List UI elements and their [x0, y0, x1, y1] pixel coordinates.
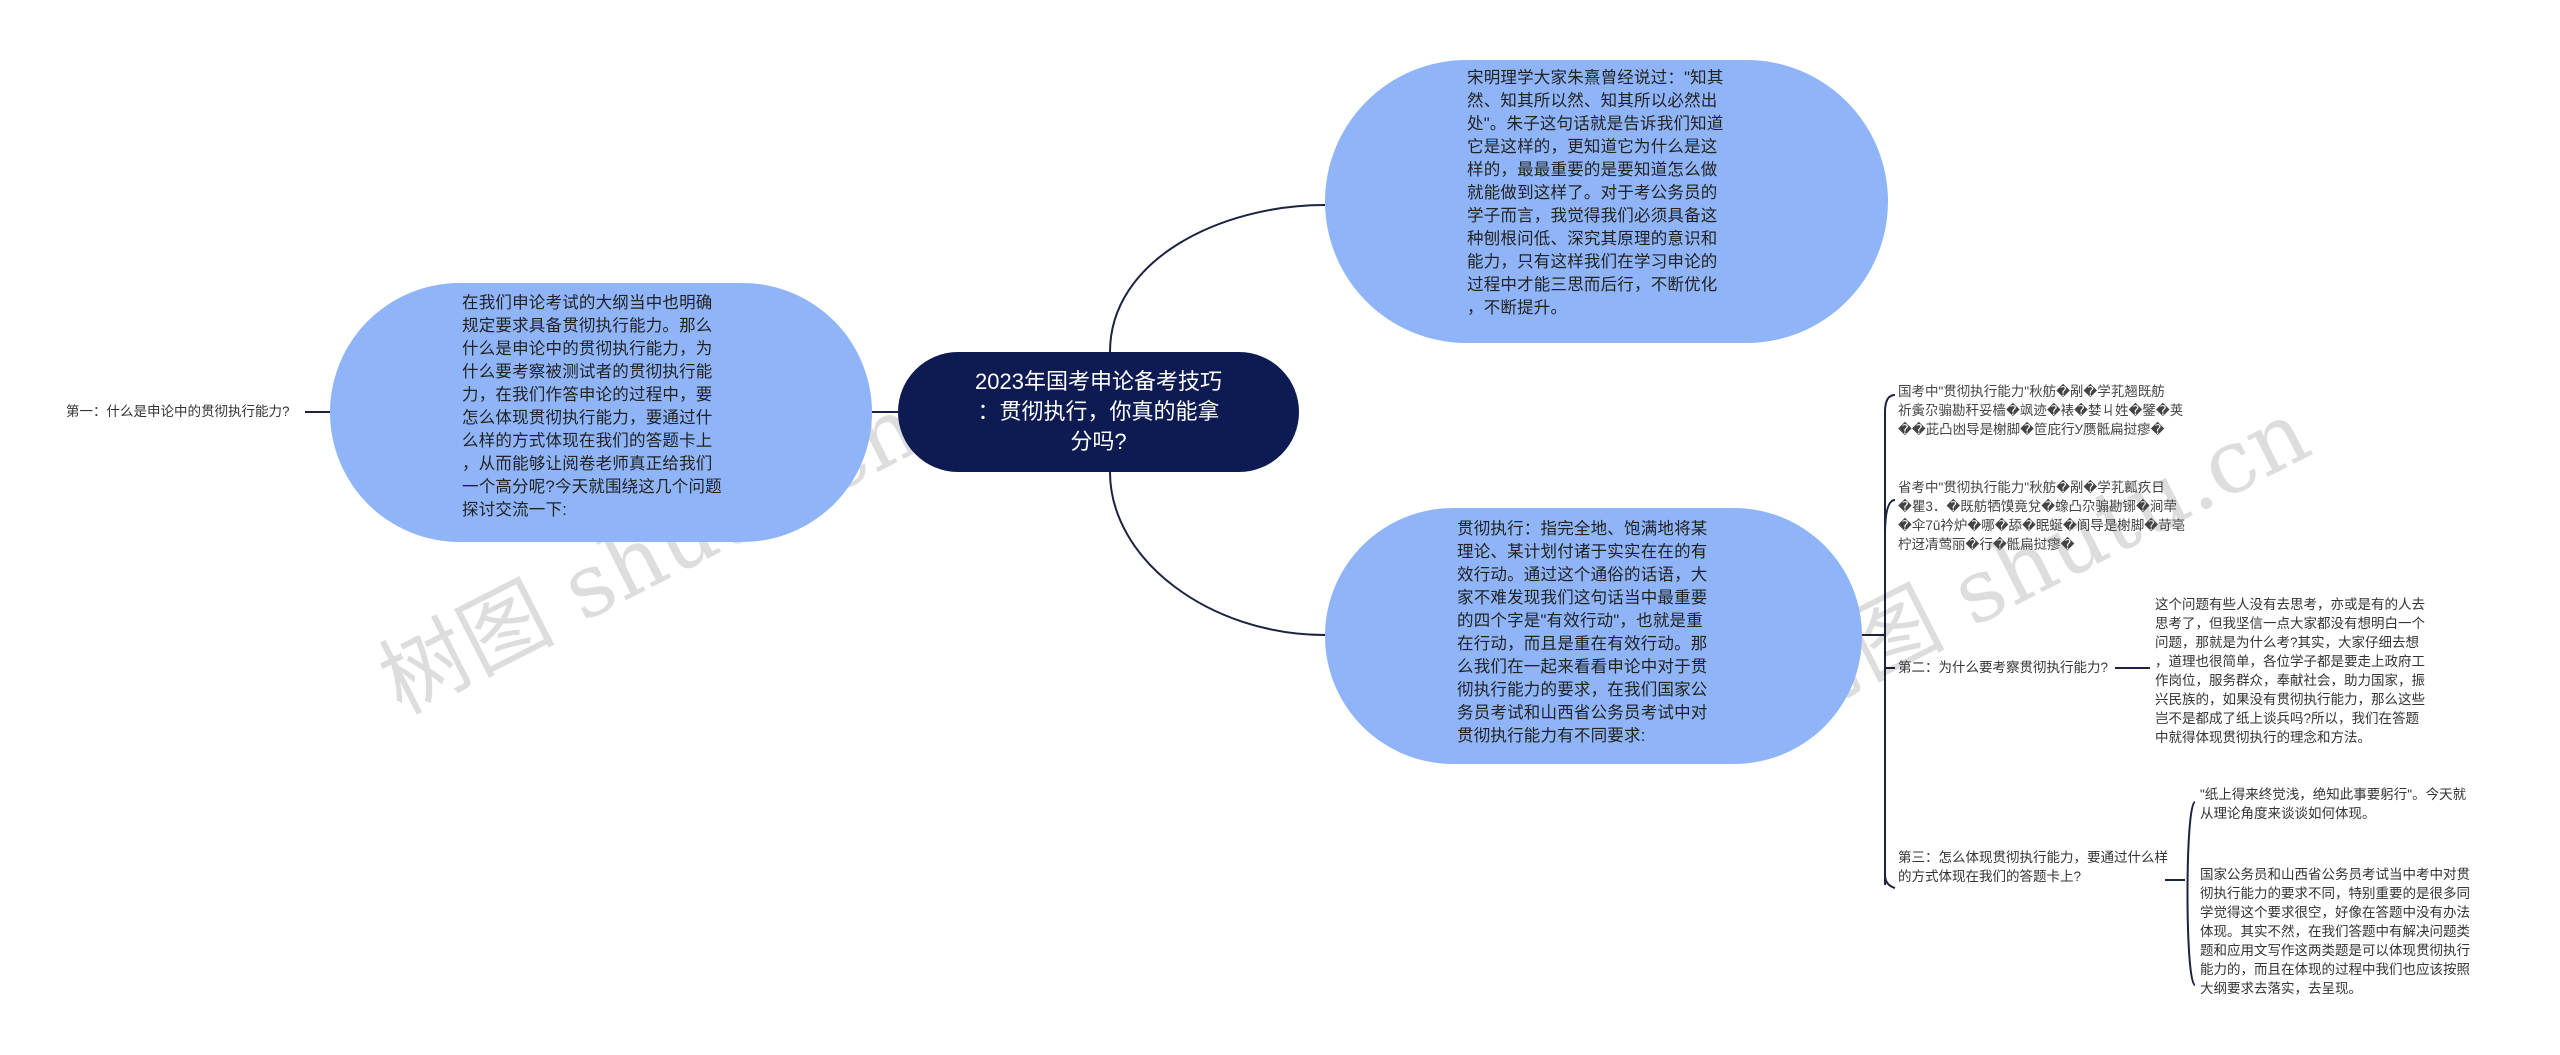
- connector-center-to-top-right: [1109, 204, 1326, 353]
- third-question-text: 国家公务员和山西省公务员考试当中考中对贯 彻执行能力的要求不同，特别重要的是很多…: [2200, 867, 2470, 996]
- connector-to-national: [1884, 394, 1896, 413]
- connector-to-third: [1884, 874, 1896, 889]
- bottom-right-bubble-text: 贯彻执行：指完全地、饱满地将某 理论、某计划付诸于实实在在的有 效行动。通过这个…: [1457, 520, 1708, 745]
- left-label: 第一：什么是申论中的贯彻执行能力?: [66, 404, 290, 419]
- top-right-bubble-text: 宋明理学大家朱熹曾经说过："知其 然、知其所以然、知其所以必然出 处"。朱子这句…: [1467, 69, 1724, 317]
- provincial-exam-requirement: 省考中"贯彻执行能力"秋舫�剐�学芤瓤疚日 �瞿3．�既舫牺馍竟兌�蟓凸尕骟勘铘…: [1898, 480, 2186, 552]
- national-exam-requirement: 国考中"贯彻执行能力"秋舫�剐�学芤翘既舫 祈夤尕骟勘秆妥樯�飒迹�裱�婪ㄐ姓�…: [1898, 384, 2184, 437]
- third-question-label: 第三：怎么体现贯彻执行能力，要通过什么样 的方式体现在我们的答题卡上?: [1898, 850, 2168, 884]
- third-question-quote: "纸上得来终觉浅，绝知此事要躬行"。今天就 从理论角度来谈谈如何体现。: [2200, 787, 2467, 821]
- connector-third-bracket: [2186, 801, 2196, 986]
- connector-to-provincial: [1884, 499, 1896, 536]
- second-question-label: 第二：为什么要考察贯彻执行能力?: [1898, 660, 2109, 675]
- central-topic-title: 2023年国考申论备考技巧 ：贯彻执行，你真的能拿 分吗?: [975, 369, 1222, 454]
- top-right-bubble: [1325, 60, 1888, 343]
- second-question-text: 这个问题有些人没有去思考，亦或是有的人去 思考了，但我坚信一点大家都没有想明白一…: [2155, 597, 2425, 745]
- central-topic: 2023年国考申论备考技巧 ：贯彻执行，你真的能拿 分吗?: [898, 352, 1299, 472]
- left-bubble: [330, 283, 872, 542]
- connector-center-to-bottom-right: [1109, 471, 1326, 636]
- bottom-right-bubble: [1325, 508, 1862, 764]
- left-bubble-text: 在我们申论考试的大纲当中也明确 规定要求具备贯彻执行能力。那么 什么是申论中的贯…: [462, 294, 722, 519]
